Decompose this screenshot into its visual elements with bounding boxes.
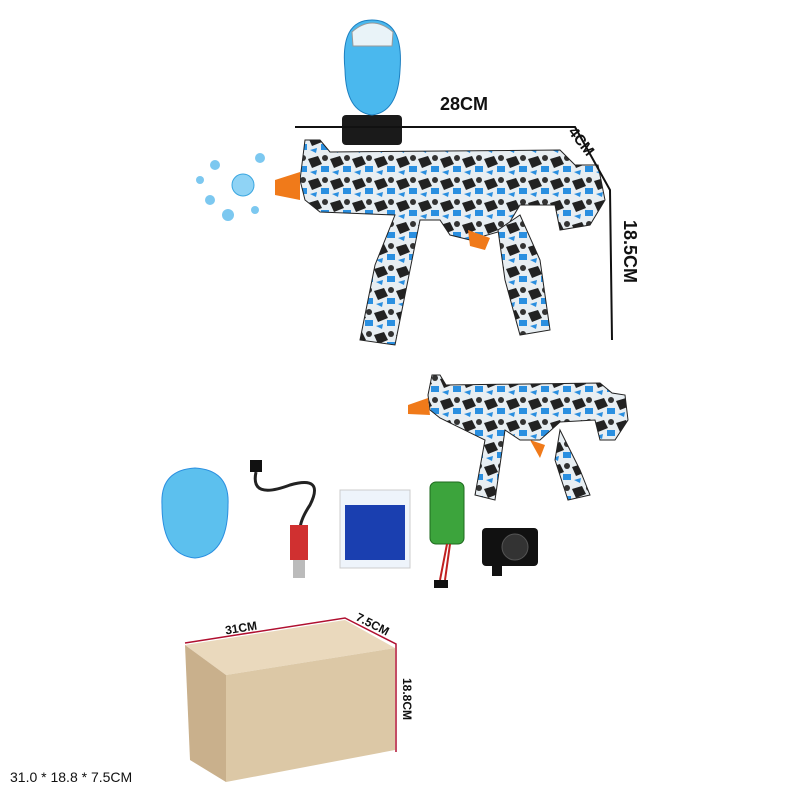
gel-bead-pack — [339, 489, 411, 569]
gel-blaster-main — [275, 19, 606, 346]
box-height-label: 18.8CM — [400, 678, 414, 721]
gel-bead-bottle — [161, 467, 229, 559]
box-dimension-lines — [184, 617, 397, 752]
usb-charging-cable — [250, 460, 316, 578]
gel-blaster-side — [408, 374, 629, 501]
dimension-lines — [295, 126, 613, 341]
product-height-label: 18.5CM — [620, 220, 640, 284]
packaging-box — [185, 620, 395, 782]
battery-pack — [429, 481, 465, 588]
box-summary-label: 31.0 * 18.8 * 7.5CM — [10, 769, 133, 785]
water-splash-icon — [196, 153, 265, 221]
magazine-adapter — [482, 528, 538, 576]
product-length-label: 28CM — [440, 94, 489, 114]
